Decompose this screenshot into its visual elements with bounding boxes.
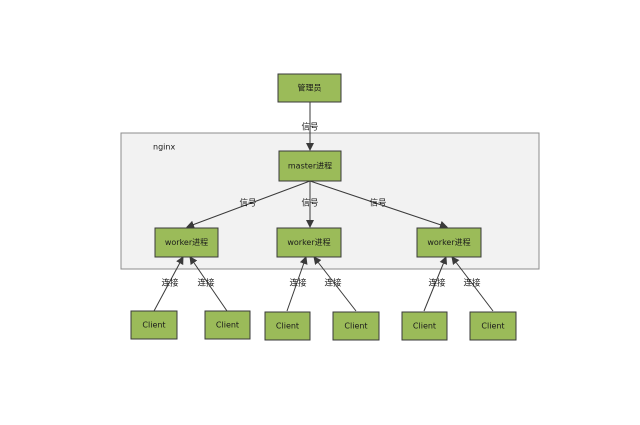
- client-box-6: [469, 311, 517, 341]
- worker-node-2: worker进程: [276, 227, 342, 258]
- client-box-1: [130, 310, 178, 340]
- edge-label-master-to-worker-3: 信号: [369, 198, 386, 209]
- client-node-2: Client: [204, 310, 251, 340]
- client-node-4: Client: [332, 311, 380, 341]
- edge-client-3-to-worker-2: [286, 256, 308, 312]
- edge-label-client-1-to-worker-1: 连接: [161, 278, 179, 289]
- client-node-1: Client: [130, 310, 178, 340]
- client-node-3: Client: [264, 311, 311, 341]
- master-label: master进程: [288, 162, 332, 171]
- worker-label-3: worker进程: [427, 238, 470, 247]
- master-box: [278, 150, 342, 182]
- client-box-2: [204, 310, 251, 340]
- worker-node-3: worker进程: [416, 227, 482, 258]
- client-label-5: Client: [413, 322, 436, 331]
- manager-node: 管理员: [277, 73, 342, 103]
- edge-labels: 信号 信号 信号 信号 连接 连接 连接 连接 连接 连接: [161, 122, 481, 289]
- client-label-6: Client: [481, 322, 504, 331]
- client-label-1: Client: [142, 321, 165, 330]
- client-label-4: Client: [344, 322, 367, 331]
- client-label-3: Client: [276, 322, 299, 331]
- edge-label-client-5-to-worker-3: 连接: [428, 278, 446, 289]
- edge-client-1-to-worker-1: [153, 256, 184, 312]
- edge-label-client-3-to-worker-2: 连接: [289, 278, 307, 289]
- worker-label-1: worker进程: [165, 238, 208, 247]
- edge-label-client-2-to-worker-1: 连接: [197, 278, 215, 289]
- edges: [153, 102, 494, 312]
- manager-label: 管理员: [298, 83, 322, 93]
- worker-node-1: worker进程: [154, 227, 219, 258]
- master-node: master进程: [278, 150, 342, 182]
- edge-label-master-to-worker-2: 信号: [301, 198, 318, 209]
- nginx-frame-label: nginx: [153, 143, 175, 152]
- client-node-6: Client: [469, 311, 517, 341]
- manager-box: [277, 73, 342, 103]
- edge-label-manager-to-master: 信号: [301, 122, 318, 133]
- edge-client-4-to-worker-2: [313, 256, 357, 312]
- worker-box-1: [154, 227, 219, 258]
- worker-label-2: worker进程: [287, 238, 330, 247]
- edge-client-2-to-worker-1: [189, 256, 228, 312]
- edge-label-master-to-worker-1: 信号: [239, 198, 256, 209]
- worker-box-3: [416, 227, 482, 258]
- client-box-5: [401, 311, 448, 341]
- client-node-5: Client: [401, 311, 448, 341]
- client-box-4: [332, 311, 380, 341]
- client-box-3: [264, 311, 311, 341]
- edge-master-to-worker-1: [186, 180, 311, 229]
- edge-label-client-4-to-worker-2: 连接: [324, 278, 342, 289]
- client-label-2: Client: [216, 321, 239, 330]
- edge-client-6-to-worker-3: [451, 256, 494, 312]
- worker-box-2: [276, 227, 342, 258]
- edge-label-client-6-to-worker-3: 连接: [463, 278, 481, 289]
- edge-master-to-worker-3: [309, 180, 448, 229]
- edge-client-5-to-worker-3: [423, 256, 448, 312]
